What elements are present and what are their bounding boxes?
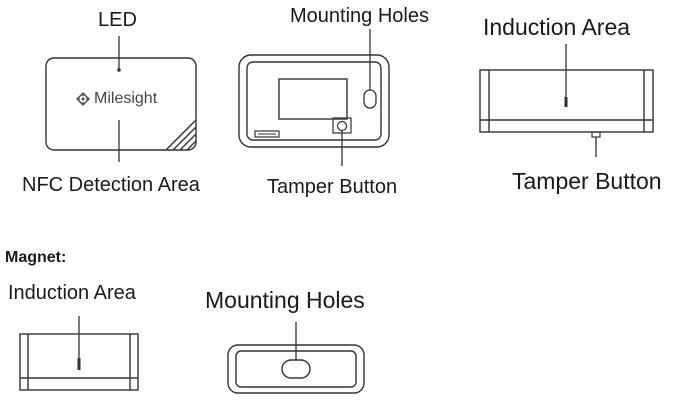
magnet-induction-marker <box>77 358 81 370</box>
tamper-button-label: Tamper Button <box>267 176 398 198</box>
induction-marker <box>564 97 568 107</box>
brand-name: Milesight <box>94 90 158 107</box>
induction-area-label: Induction Area <box>483 14 631 40</box>
magnet-mounting-holes-label: Mounting Holes <box>205 287 365 313</box>
tamper-button-side-label: Tamper Button <box>512 168 662 194</box>
milesight-logo-icon <box>76 92 90 106</box>
magnet-induction-area-label: Induction Area <box>8 282 136 304</box>
magnet-mounting-hole <box>281 359 311 379</box>
mounting-hole <box>363 89 377 109</box>
back-slot <box>254 130 280 138</box>
nfc-detection-label: NFC Detection Area <box>22 174 200 196</box>
sensor-front-view <box>45 57 197 151</box>
led-label: LED <box>98 9 137 31</box>
mounting-holes-label: Mounting Holes <box>290 5 429 27</box>
magnet-section-title: Magnet: <box>5 249 67 266</box>
sensor-back-view <box>238 54 390 148</box>
tamper-button-side <box>591 131 601 138</box>
